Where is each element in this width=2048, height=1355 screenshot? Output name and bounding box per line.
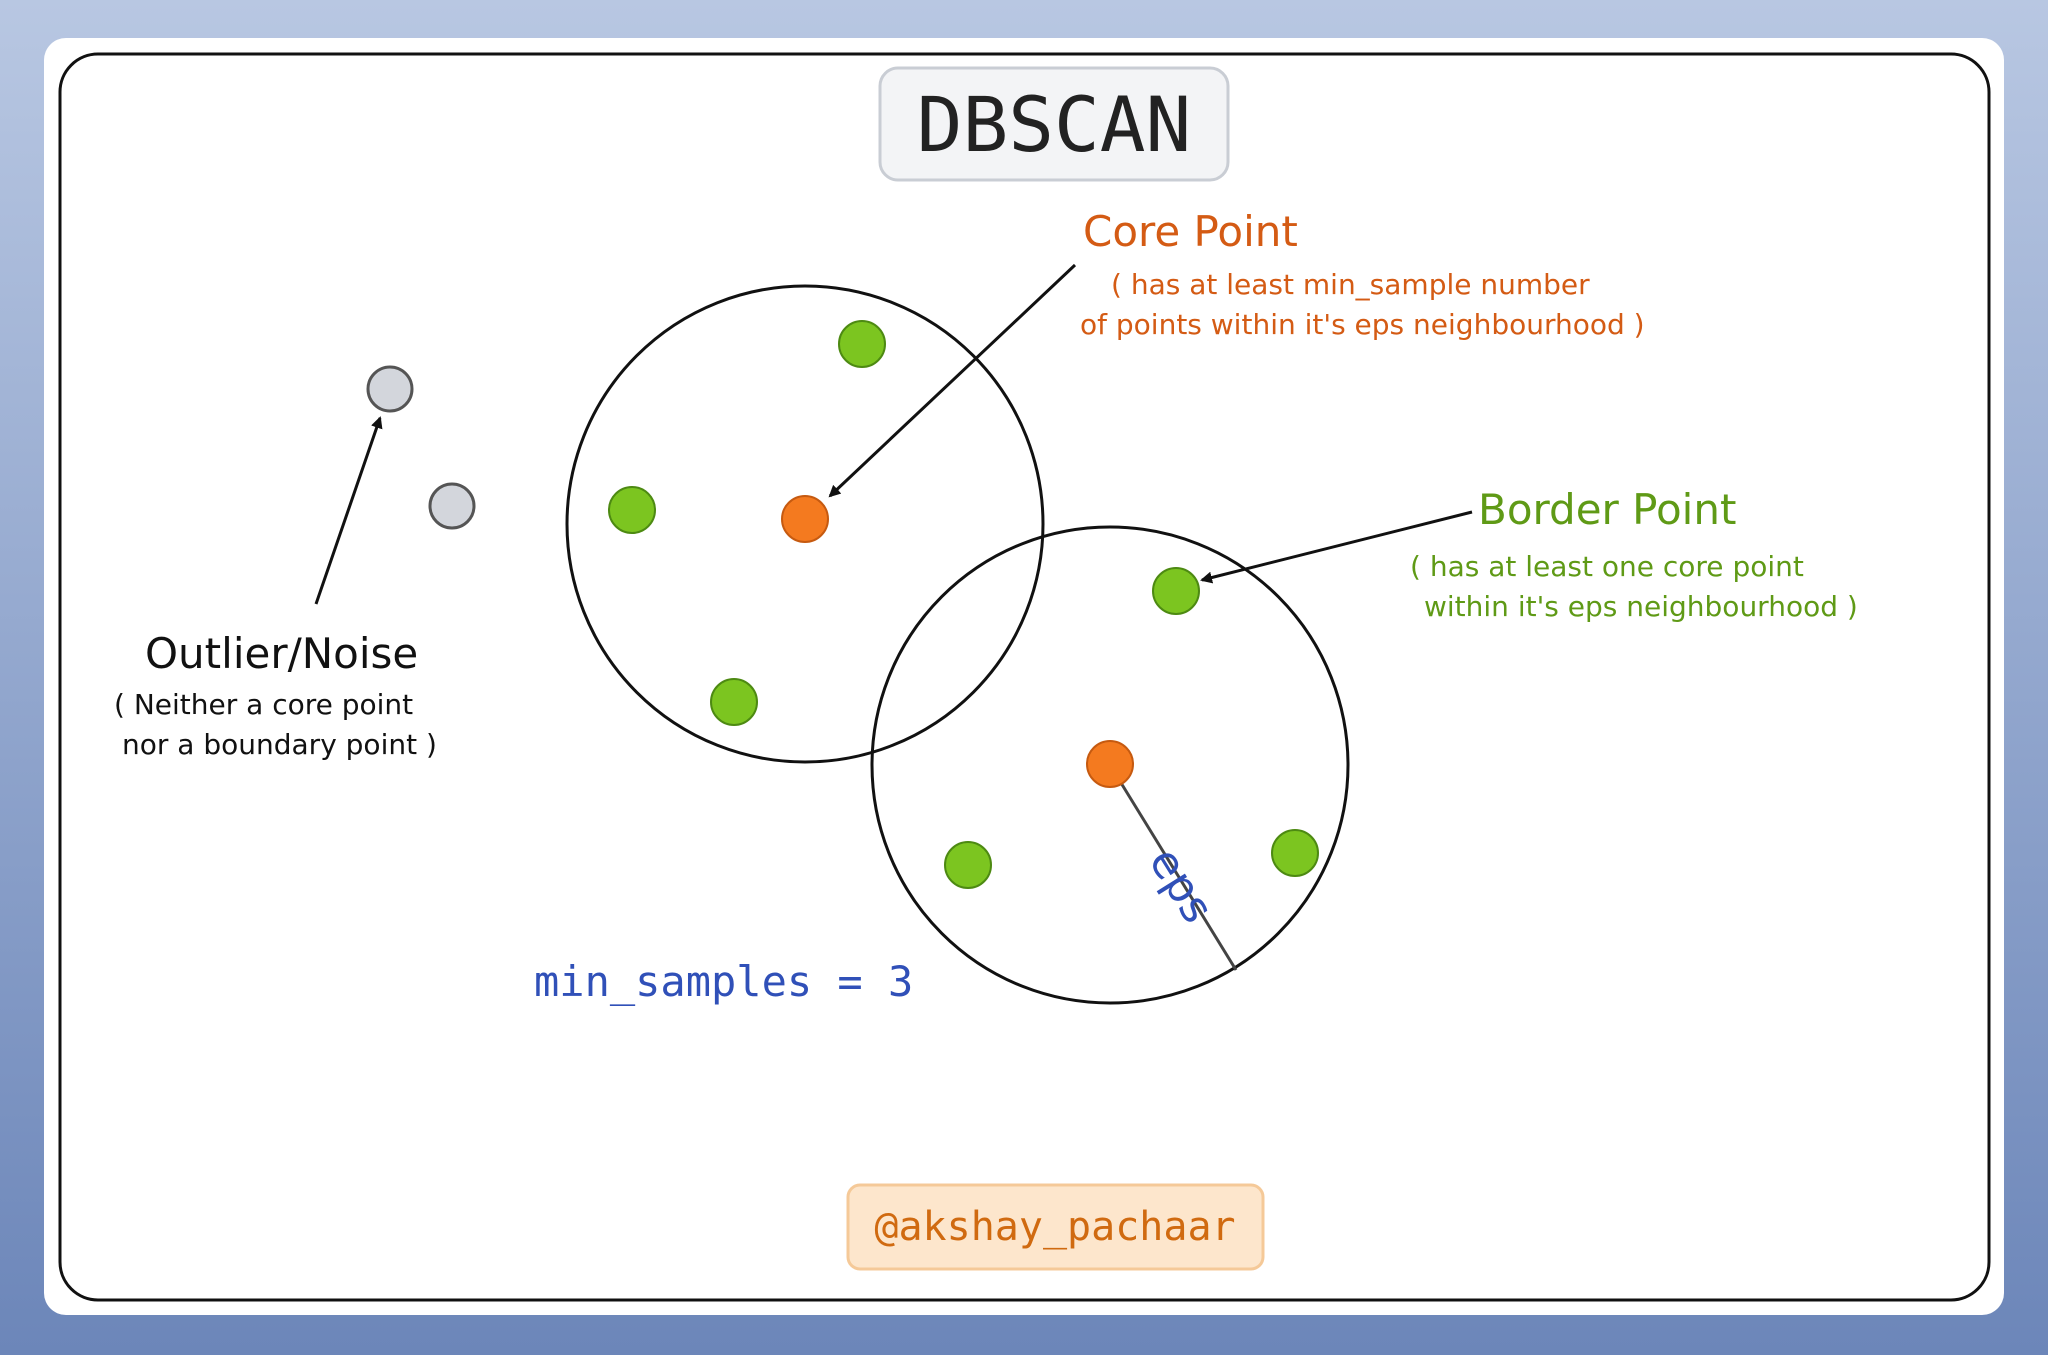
title-text: DBSCAN [917,80,1192,169]
card-background [44,38,2004,1315]
noise-point [428,482,476,530]
core-point-arrow [828,263,1077,498]
core-neighbourhood-circle-2 [870,525,1350,1005]
credit-box [846,1183,1265,1271]
noise-point [366,365,414,413]
core-point-desc-line1: ( has at least min_sample number [1111,268,1590,301]
core-neighbourhood-circle-1 [565,284,1045,764]
credit-text: @akshay_pachaar [874,1204,1235,1250]
outlier-desc-line2: nor a boundary point ) [122,728,437,761]
core-point-desc-line2: of points within it's eps neighbourhood … [1080,308,1645,341]
border-point [1271,829,1319,877]
eps-radius-line [1108,764,1238,971]
outlier-arrow [314,416,383,605]
border-point-desc-line2: within it's eps neighbourhood ) [1424,590,1858,623]
border-point-arrow [1200,510,1473,584]
outlier-desc-line1: ( Neither a core point [114,688,413,721]
border-point-label: Border Point [1478,485,1736,534]
core-point-label: Core Point [1083,207,1298,256]
border-point [838,320,886,368]
border-point [944,841,992,889]
min-samples-text: min_samples = 3 [534,957,913,1006]
border-point [608,486,656,534]
core-point [1086,740,1134,788]
title-box [878,66,1230,182]
border-point [710,678,758,726]
core-point [781,495,829,543]
border-point-desc-line1: ( has at least one core point [1410,550,1804,583]
card-frame [58,52,1991,1302]
border-point [1152,567,1200,615]
outlier-label: Outlier/Noise [145,629,418,678]
